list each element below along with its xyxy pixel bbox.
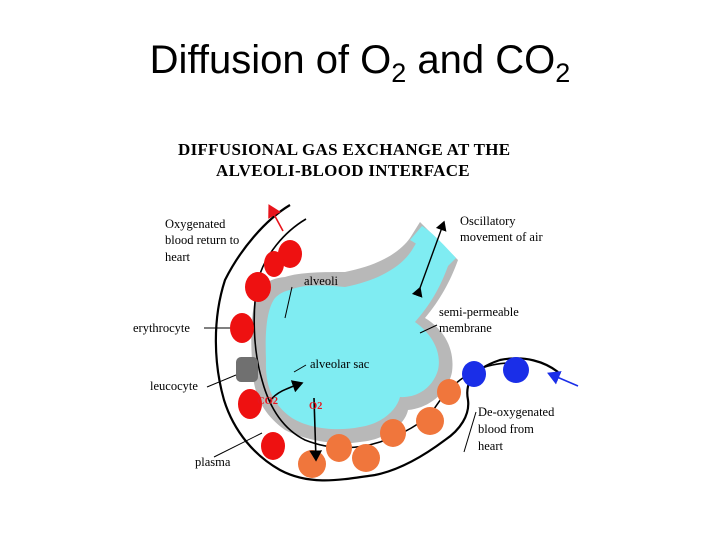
oxygenated-rbc: [261, 432, 285, 460]
oxygenated-rbc: [230, 313, 254, 343]
deoxygenated-rbc: [326, 434, 352, 462]
semi-permeable-label-line2: membrane: [439, 321, 492, 335]
oxygenated-flow-arrow: [268, 204, 284, 232]
o2-diffusion-arrow: [309, 397, 323, 462]
semi-permeable-leader-line: [419, 324, 438, 334]
oxygenated-rbc: [245, 272, 271, 302]
diagram-title-line2: ALVEOLI-BLOOD INTERFACE: [216, 161, 470, 180]
leucocyte-leader-line: [206, 374, 237, 388]
semi-permeable-label-line1: semi-permeable: [439, 305, 519, 319]
venous-rbc: [462, 361, 486, 387]
co2-label: CO2: [257, 396, 278, 407]
oxygenated-rbc: [238, 389, 262, 419]
oscillatory-air-arrow: [411, 220, 447, 298]
oxygenated-label-line1: Oxygenated: [165, 217, 226, 231]
alveolar-sac-leader-line: [293, 364, 307, 373]
slide-title-subscript-2: 2: [555, 58, 571, 88]
leucocyte-label: leucocyte: [150, 379, 198, 393]
slide-title: Diffusion of O2 and CO2: [0, 38, 720, 89]
leucocyte-cell: [236, 357, 258, 382]
oscillatory-label-line2: movement of air: [460, 230, 543, 244]
deoxygenated-flow-arrow: [547, 371, 579, 387]
deoxygenated-rbc: [352, 444, 380, 472]
alveoli-leader-line: [284, 286, 293, 319]
alveolar-sac-label: alveolar sac: [310, 357, 370, 371]
oxygenated-rbc: [278, 240, 302, 268]
deoxygenated-label-line3: heart: [478, 439, 504, 453]
deoxygenated-rbc: [437, 379, 461, 405]
diagram-title-line1: DIFFUSIONAL GAS EXCHANGE AT THE: [178, 140, 510, 159]
deoxygenated-label-line2: blood from: [478, 422, 534, 436]
slide-title-subscript-1: 2: [391, 58, 407, 88]
slide-title-text-1: Diffusion of O: [149, 38, 392, 82]
deoxygenated-rbc: [380, 419, 406, 447]
deoxygenated-leader-line: [463, 411, 477, 453]
oscillatory-label-line1: Oscillatory: [460, 214, 516, 228]
deoxygenated-label-line1: De-oxygenated: [478, 405, 555, 419]
alveolar-air-region: [265, 240, 448, 430]
erythrocyte-label: erythrocyte: [133, 321, 190, 335]
alveoli-label: alveoli: [304, 274, 339, 288]
plasma-leader-line: [213, 432, 263, 458]
o2-label: O2: [309, 401, 322, 412]
co2-diffusion-arrow: [269, 380, 304, 402]
deoxygenated-rbc: [298, 450, 326, 478]
deoxygenated-rbc: [416, 407, 444, 435]
slide-title-text-2: and CO: [406, 38, 556, 82]
oxygenated-rbc: [264, 251, 284, 277]
oxygenated-label-line3: heart: [165, 250, 191, 264]
oxygenated-label-line2: blood return to: [165, 233, 239, 247]
venous-rbc: [503, 357, 529, 383]
plasma-label: plasma: [195, 455, 231, 469]
